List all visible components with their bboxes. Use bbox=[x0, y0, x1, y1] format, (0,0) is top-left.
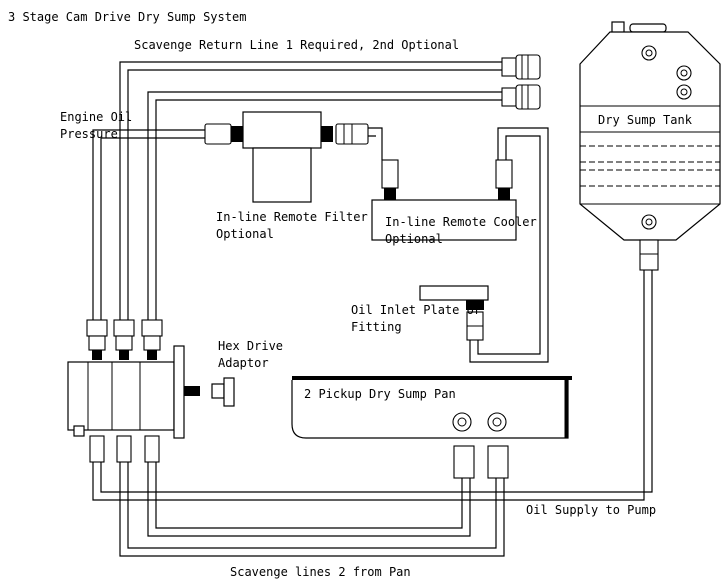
scavenge-line-pan-2 bbox=[119, 462, 505, 557]
label-filter-optional: Optional bbox=[216, 227, 274, 241]
remote-cooler bbox=[371, 159, 517, 241]
label-scavenge-return: Scavenge Return Line 1 Required, 2nd Opt… bbox=[134, 38, 459, 52]
filter-to-cooler-line bbox=[368, 127, 383, 160]
label-cooler: In-line Remote Cooler bbox=[385, 215, 537, 229]
scavenge-line-pan-1 bbox=[147, 462, 471, 537]
engine-oil-pressure-line bbox=[92, 129, 205, 320]
label-engine-oil: Engine Oil bbox=[60, 110, 132, 124]
scavenge-return-line-2 bbox=[147, 91, 502, 320]
label-dry-sump-pan: 2 Pickup Dry Sump Pan bbox=[304, 387, 456, 401]
label-hex-drive: Hex Drive bbox=[218, 339, 283, 353]
label-scavenge-lines: Scavenge lines 2 from Pan bbox=[230, 565, 411, 579]
cooler-to-inlet-line bbox=[469, 127, 549, 363]
dry-sump-pan bbox=[291, 376, 572, 479]
return-fitting-2 bbox=[501, 84, 541, 110]
label-filter: In-line Remote Filter bbox=[216, 210, 368, 224]
label-dry-sump-tank: Dry Sump Tank bbox=[598, 113, 693, 127]
label-engine-oil-pressure: Pressure bbox=[60, 127, 118, 141]
oil-supply-line bbox=[92, 270, 653, 501]
pump-assembly bbox=[67, 319, 200, 463]
return-fitting-1 bbox=[501, 54, 541, 80]
hex-drive-adaptor bbox=[211, 377, 235, 407]
label-oil-inlet-fitting: Fitting bbox=[351, 320, 402, 334]
oil-inlet-plate bbox=[419, 285, 489, 341]
label-oil-inlet: Oil Inlet Plate or bbox=[351, 303, 481, 317]
dry-sump-tank bbox=[579, 21, 721, 271]
label-oil-supply: Oil Supply to Pump bbox=[526, 503, 656, 517]
diagram-title: 3 Stage Cam Drive Dry Sump System bbox=[8, 10, 246, 24]
label-hex-adaptor: Adaptor bbox=[218, 356, 269, 370]
remote-filter bbox=[204, 111, 369, 203]
scavenge-return-line-1 bbox=[119, 61, 502, 320]
label-cooler-optional: Optional bbox=[385, 232, 443, 246]
